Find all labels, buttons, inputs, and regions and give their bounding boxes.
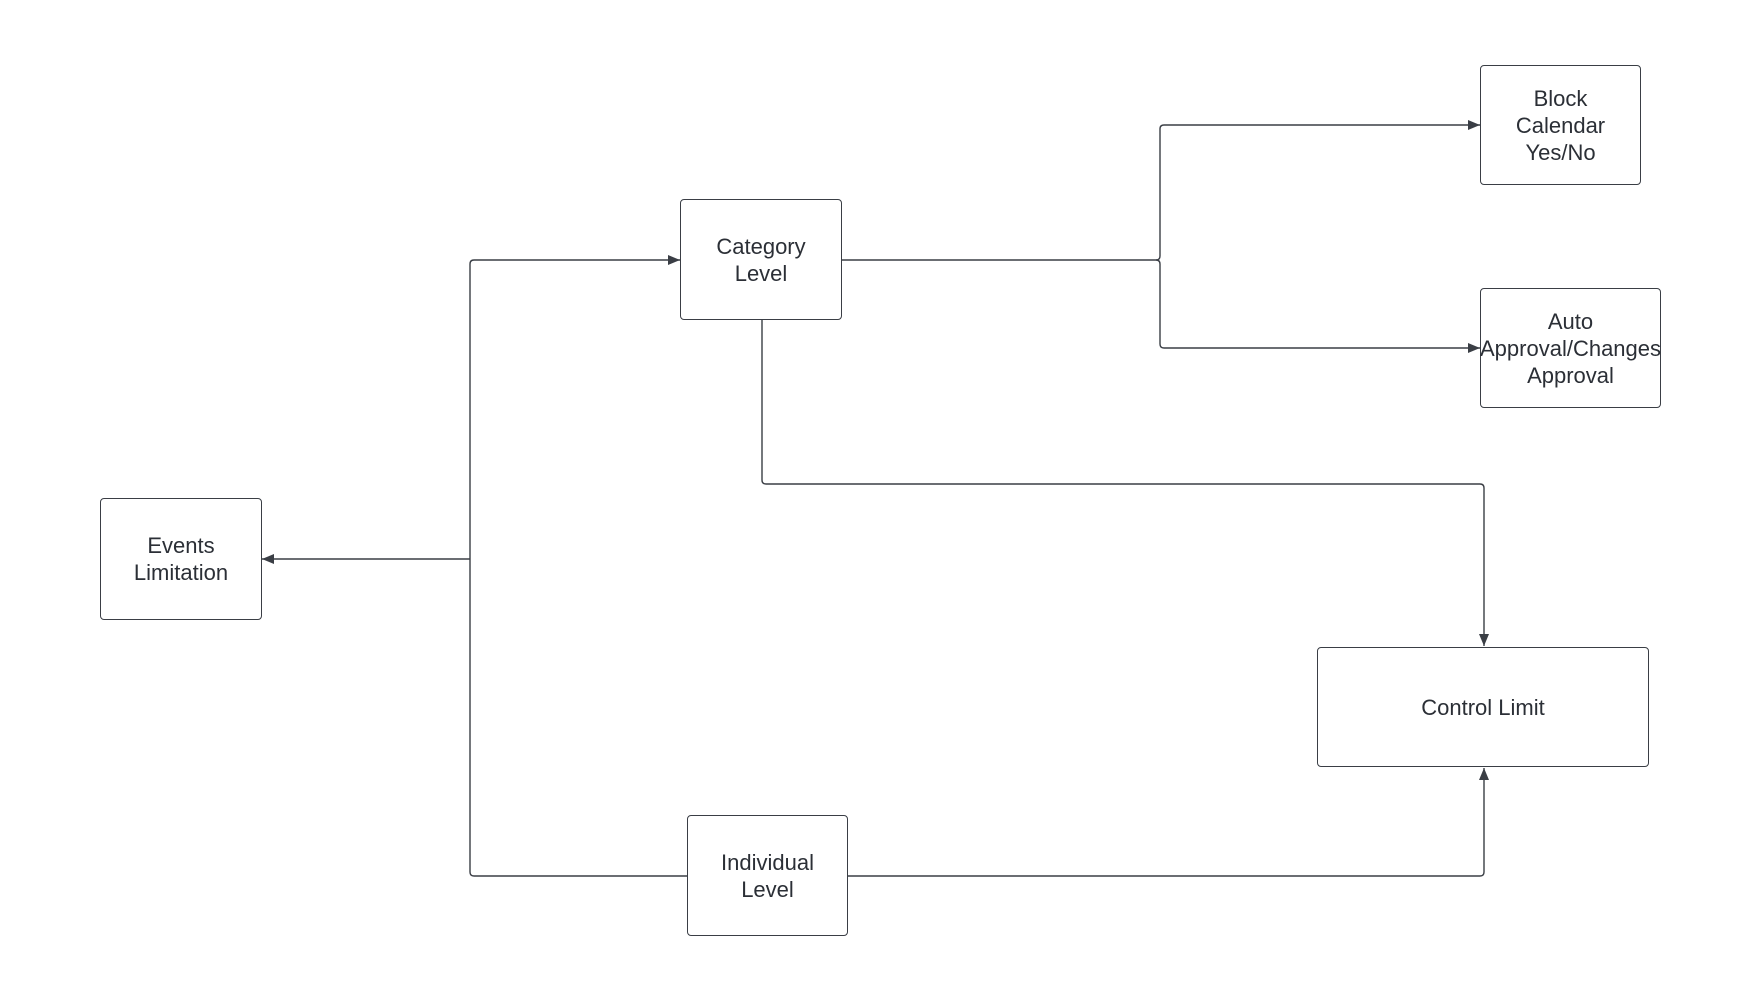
edge-individual-level-to-control-limit [848, 768, 1489, 877]
node-control-limit[interactable]: Control Limit [1317, 647, 1649, 767]
edge-trunk-to-individual-level [469, 558, 688, 877]
edge-category-level-to-auto-approval [1155, 259, 1480, 353]
node-auto-approval[interactable]: Auto Approval/Changes Approval [1480, 288, 1661, 408]
node-control-limit-label: Control Limit [1421, 694, 1545, 720]
node-category-level-label: Category Level [716, 233, 806, 286]
edge-category-level-to-control-limit [761, 320, 1489, 646]
node-individual-level[interactable]: Individual Level [687, 815, 848, 936]
node-events-limitation[interactable]: Events Limitation [100, 498, 262, 620]
node-individual-level-label: Individual Level [721, 849, 814, 902]
node-auto-approval-label: Auto Approval/Changes Approval [1480, 308, 1662, 388]
edge-trunk-to-category-level [469, 255, 680, 558]
edge-category-level-to-block-calendar [842, 120, 1480, 261]
node-block-calendar[interactable]: Block Calendar Yes/No [1480, 65, 1641, 185]
node-category-level[interactable]: Category Level [680, 199, 842, 320]
node-events-limitation-label: Events Limitation [133, 533, 229, 585]
node-block-calendar-label: Block Calendar Yes/No [1515, 85, 1606, 165]
